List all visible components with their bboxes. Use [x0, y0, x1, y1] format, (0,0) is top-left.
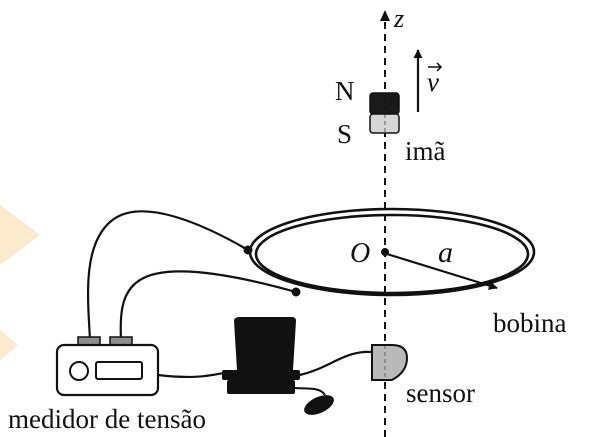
sensor-device: [371, 344, 409, 381]
wire-meter-to-computer: [157, 370, 231, 378]
coil: [248, 207, 536, 297]
velocity-vector-mark: [428, 62, 443, 72]
voltage-meter-label: medidor de tensão: [8, 404, 206, 434]
wire-coil-to-meter-left: [86, 210, 249, 341]
origin-label: O: [350, 238, 370, 269]
coil-connection-point-bottom: [291, 287, 301, 297]
wire-coil-to-meter-right: [119, 270, 297, 341]
magnet-label: imã: [405, 136, 446, 166]
background-watermark-shape: [0, 330, 18, 360]
magnet-south-label: S: [337, 119, 352, 149]
coil-label: bobina: [493, 308, 567, 338]
wire-computer-to-sensor: [299, 350, 373, 377]
background-watermark-shape: [0, 205, 40, 265]
velocity-label: v: [427, 67, 439, 97]
coil-connection-point-left: [243, 245, 253, 255]
computer-mouse: [304, 395, 334, 415]
radius-label: a: [438, 236, 453, 269]
voltage-meter: [55, 336, 160, 397]
sensor-label: sensor: [406, 378, 475, 408]
magnet: [369, 92, 400, 134]
radius-arrow: [386, 252, 498, 290]
z-axis-arrowhead: [380, 10, 390, 21]
computer: [222, 317, 300, 394]
magnet-north-label: N: [335, 76, 355, 106]
z-axis-label: z: [393, 4, 404, 33]
